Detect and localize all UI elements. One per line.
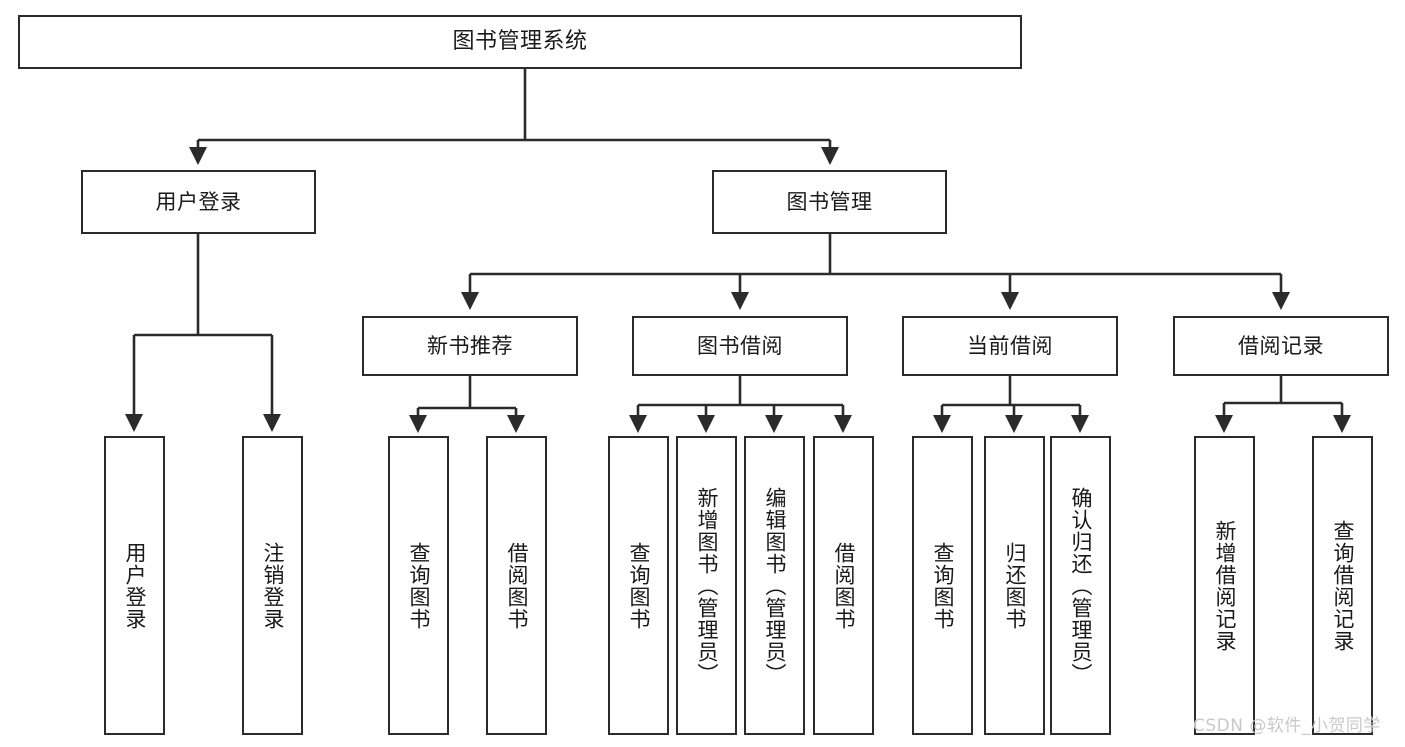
node-leaf-query-book-1[interactable]: 查询图书 <box>388 436 449 735</box>
node-leaf-query-record-label: 查询借阅记录 <box>1330 519 1355 652</box>
node-leaf-return-book-label: 归还图书 <box>1002 541 1027 630</box>
node-borrow-record[interactable]: 借阅记录 <box>1173 316 1389 376</box>
node-leaf-add-book-label: 新增图书（管理员） <box>694 486 719 685</box>
node-current-borrow[interactable]: 当前借阅 <box>902 316 1118 376</box>
node-root[interactable]: 图书管理系统 <box>18 15 1022 69</box>
node-book-management[interactable]: 图书管理 <box>712 170 947 234</box>
node-user-login-label: 用户登录 <box>155 189 242 214</box>
node-current-borrow-label: 当前借阅 <box>967 333 1053 358</box>
node-leaf-query-book-2[interactable]: 查询图书 <box>608 436 669 735</box>
node-leaf-user-login-label: 用户登录 <box>122 541 147 630</box>
node-leaf-query-book-3[interactable]: 查询图书 <box>912 436 973 735</box>
node-root-label: 图书管理系统 <box>452 29 588 55</box>
node-leaf-logout[interactable]: 注销登录 <box>242 436 303 735</box>
node-leaf-logout-label: 注销登录 <box>260 541 285 630</box>
node-leaf-add-record-label: 新增借阅记录 <box>1212 519 1237 652</box>
node-leaf-query-book-2-label: 查询图书 <box>626 541 651 630</box>
node-leaf-query-book-3-label: 查询图书 <box>930 541 955 630</box>
node-book-borrow-label: 图书借阅 <box>697 333 783 358</box>
node-leaf-add-book[interactable]: 新增图书（管理员） <box>676 436 737 735</box>
node-leaf-borrow-book-1-label: 借阅图书 <box>504 541 529 630</box>
node-new-book-recommend-label: 新书推荐 <box>427 333 513 358</box>
node-leaf-borrow-book-2[interactable]: 借阅图书 <box>813 436 874 735</box>
node-leaf-confirm-return-label: 确认归还（管理员） <box>1068 486 1093 685</box>
node-leaf-edit-book[interactable]: 编辑图书（管理员） <box>744 436 805 735</box>
node-leaf-borrow-book-1[interactable]: 借阅图书 <box>486 436 547 735</box>
node-book-management-label: 图书管理 <box>786 189 873 214</box>
node-leaf-borrow-book-2-label: 借阅图书 <box>831 541 856 630</box>
node-user-login[interactable]: 用户登录 <box>81 170 316 234</box>
node-leaf-user-login[interactable]: 用户登录 <box>104 436 165 735</box>
node-leaf-edit-book-label: 编辑图书（管理员） <box>762 486 787 685</box>
node-borrow-record-label: 借阅记录 <box>1238 333 1324 358</box>
node-leaf-query-record[interactable]: 查询借阅记录 <box>1312 436 1373 735</box>
csdn-watermark: CSDN @软件_小贺同学 <box>1193 716 1381 736</box>
node-leaf-return-book[interactable]: 归还图书 <box>984 436 1045 735</box>
node-leaf-confirm-return[interactable]: 确认归还（管理员） <box>1050 436 1111 735</box>
node-new-book-recommend[interactable]: 新书推荐 <box>362 316 578 376</box>
node-leaf-add-record[interactable]: 新增借阅记录 <box>1194 436 1255 735</box>
node-book-borrow[interactable]: 图书借阅 <box>632 316 848 376</box>
node-leaf-query-book-1-label: 查询图书 <box>406 541 431 630</box>
